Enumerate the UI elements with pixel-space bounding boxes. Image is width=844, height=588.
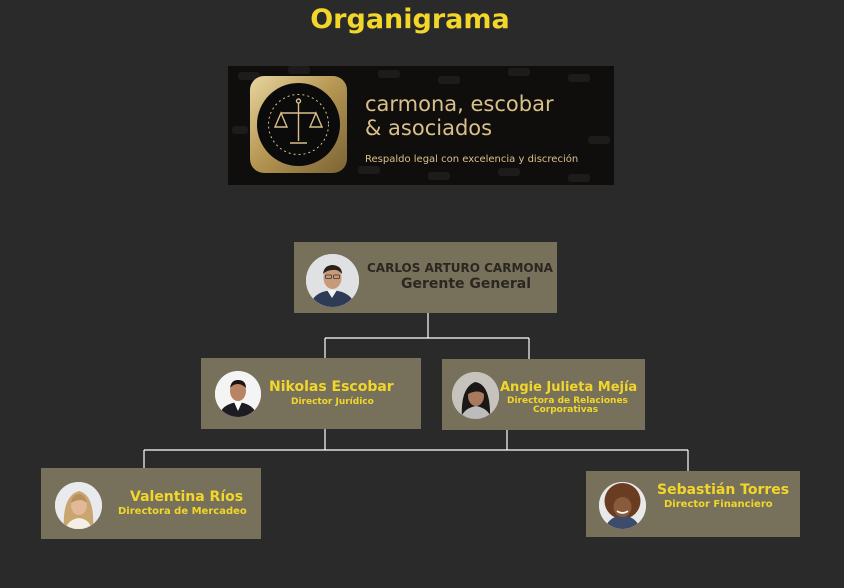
scales-of-justice-icon [268,94,329,155]
avatar-finance [599,482,646,529]
avatar-marketing [55,482,102,529]
logo-tagline: Respaldo legal con excelencia y discreci… [365,154,579,165]
person-photo-icon [452,372,499,419]
org-node-legal: Nikolas Escobar Director Jurídico [201,358,421,429]
avatar-ceo [306,254,359,307]
legal-name: Nikolas Escobar [269,379,394,395]
relations-name: Angie Julieta Mejía [500,380,638,395]
company-logo: carmona, escobar & asociados Respaldo le… [228,66,614,185]
person-photo-icon [306,254,359,307]
logo-text-line1: carmona, escobar [365,92,554,116]
relations-role-line2: Corporativas [533,405,599,415]
finance-role: Director Financiero [664,499,773,510]
logo-text-line2: & asociados [365,116,493,140]
org-node-ceo: CARLOS ARTURO CARMONA Gerente General [294,242,557,313]
org-node-marketing: Valentina Ríos Directora de Mercadeo [41,468,261,539]
person-photo-icon [215,371,261,417]
avatar-relations [452,372,499,419]
page-title: Organigrama [310,4,510,35]
logo-pattern [232,66,610,182]
avatar-legal [215,371,261,417]
scales-emblem [250,76,347,173]
marketing-role: Directora de Mercadeo [118,506,247,517]
legal-role: Director Jurídico [291,397,374,407]
person-photo-icon [599,482,646,529]
org-node-finance: Sebastián Torres Director Financiero [586,471,800,537]
person-photo-icon [55,482,102,529]
marketing-name: Valentina Ríos [130,489,244,505]
finance-name: Sebastián Torres [657,482,790,498]
ceo-role: Gerente General [401,276,532,292]
org-node-relations: Angie Julieta Mejía Directora de Relacio… [442,359,645,430]
ceo-name: CARLOS ARTURO CARMONA [367,261,553,275]
relations-role-line1: Directora de Relaciones [507,396,628,406]
